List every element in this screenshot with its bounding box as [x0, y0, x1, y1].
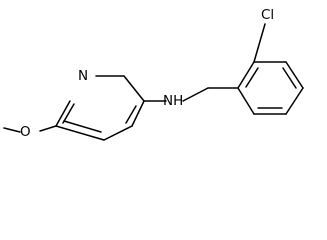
- atom-label-oxygen: O: [20, 124, 31, 140]
- bond-pyridine-c5-c6-inner: [63, 120, 102, 133]
- bond-pyridine-c4-c5: [103, 125, 133, 141]
- bond-pyridine-c6-n1-inner: [62, 103, 75, 124]
- bond-phenyl-c4-c5: [285, 87, 304, 115]
- bond-phenyl-c3-c4-inner: [282, 67, 297, 89]
- bond-pyridine-c3-c4-inner: [125, 105, 137, 124]
- atom-label-chlorine: Cl: [261, 7, 274, 23]
- bond-phenyl-c3-c4: [285, 61, 304, 89]
- bond-pyridine-c3-c4: [131, 100, 145, 127]
- molecule-drawing: Cl N NH O: [3, 7, 304, 141]
- atom-label-amine: NH: [163, 93, 183, 109]
- atom-label-ring-nitrogen: N: [78, 68, 88, 84]
- bond-methyl-oxygen: [3, 127, 21, 133]
- bond-phenyl-c1-c2: [237, 61, 255, 89]
- chemical-structure-diagram: Cl N NH O: [3, 7, 304, 141]
- bond-amine-methylene: [182, 87, 209, 102]
- bond-oxygen-pyridine: [39, 125, 57, 132]
- bond-phenyl-c1-c2-inner: [245, 67, 259, 88]
- bond-pyridine-c5-c6: [55, 125, 105, 141]
- bond-phenyl-chlorine: [253, 23, 266, 63]
- bond-phenyl-c6-c1: [237, 87, 255, 115]
- bond-pyridine-c6-n1: [55, 100, 71, 127]
- bond-pyridine-c2-c3: [123, 75, 145, 102]
